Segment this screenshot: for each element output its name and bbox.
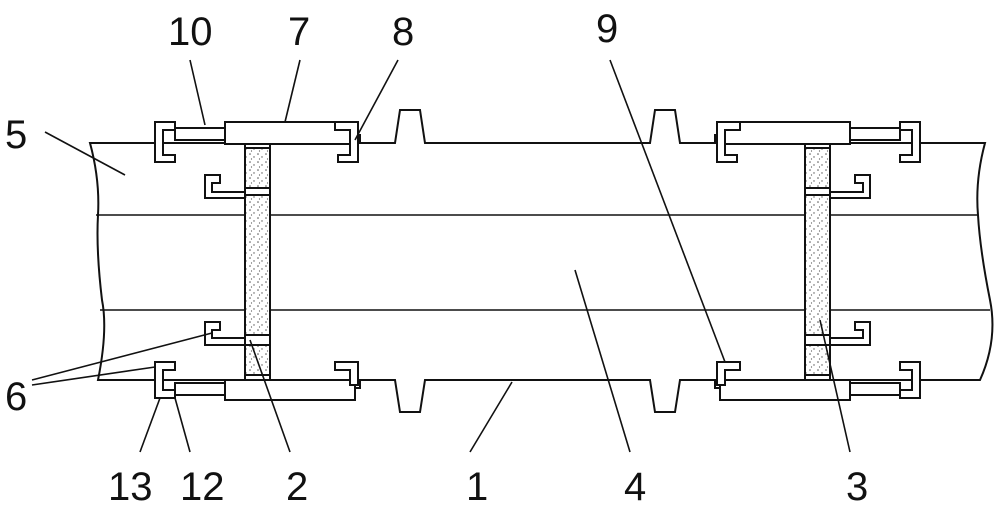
label-7: 7: [288, 10, 310, 54]
left-seal-ring: [245, 148, 270, 375]
label-3: 3: [846, 465, 868, 509]
label-13: 13: [108, 465, 153, 509]
label-1: 1: [466, 465, 488, 509]
label-10: 10: [168, 10, 213, 54]
label-5: 5: [5, 113, 27, 157]
label-2: 2: [286, 465, 308, 509]
label-8: 8: [392, 10, 414, 54]
label-9: 9: [596, 7, 618, 51]
label-12: 12: [180, 465, 225, 509]
label-4: 4: [624, 465, 646, 509]
label-6: 6: [5, 375, 27, 419]
right-seal-ring: [805, 148, 830, 375]
